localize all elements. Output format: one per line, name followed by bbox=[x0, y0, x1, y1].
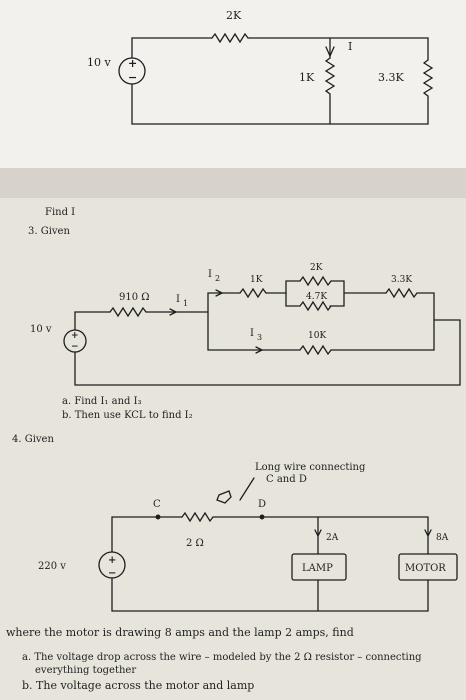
lamp-label: LAMP bbox=[302, 563, 333, 574]
wire bbox=[416, 292, 435, 351]
resistor-10k bbox=[299, 344, 332, 356]
label-node-d: D bbox=[258, 499, 266, 510]
label-8a: 8A bbox=[436, 533, 449, 543]
leader-line bbox=[239, 477, 255, 501]
label-10v: 10 v bbox=[87, 56, 111, 69]
wire bbox=[265, 280, 301, 294]
circuit-2 bbox=[63, 275, 461, 386]
label-current-i: I bbox=[348, 40, 352, 53]
wire bbox=[111, 516, 159, 553]
circuit-1 bbox=[118, 32, 434, 125]
problem-3: 3. Given bbox=[28, 226, 70, 237]
problem-statement: where the motor is drawing 8 amps and th… bbox=[6, 626, 354, 639]
circuit-4 bbox=[98, 477, 458, 612]
wire bbox=[247, 37, 429, 61]
wire bbox=[329, 280, 345, 307]
resistor-2k bbox=[299, 275, 332, 287]
current-arrow bbox=[325, 46, 335, 57]
resistor-2ohm bbox=[181, 511, 214, 523]
voltage-source bbox=[98, 551, 126, 579]
arrow-2a bbox=[314, 529, 322, 537]
wire bbox=[74, 311, 111, 331]
note-line-1: Long wire connecting bbox=[255, 462, 366, 473]
hand-pointer bbox=[216, 490, 232, 504]
wire bbox=[74, 319, 461, 386]
page-bottom-section bbox=[0, 198, 466, 700]
label-220v: 220 v bbox=[38, 561, 66, 572]
label-10v: 10 v bbox=[30, 324, 52, 335]
wire bbox=[261, 516, 429, 555]
label-2k: 2K bbox=[310, 263, 323, 273]
minus-sign: − bbox=[108, 568, 116, 579]
minus-sign: − bbox=[128, 71, 137, 84]
item-b: b. The voltage across the motor and lamp bbox=[22, 679, 255, 692]
resistor-3.3k bbox=[422, 59, 434, 97]
arrow-i1 bbox=[169, 308, 177, 316]
plus-sign: + bbox=[108, 555, 116, 566]
label-2ohm: 2 Ω bbox=[186, 538, 204, 549]
voltage-source bbox=[63, 329, 87, 353]
item-a-line-2: everything together bbox=[35, 665, 137, 676]
wire bbox=[285, 292, 301, 307]
label-2a: 2A bbox=[326, 533, 339, 543]
label-2k: 2K bbox=[226, 9, 242, 22]
label-i1: I bbox=[176, 294, 180, 305]
page-top-section bbox=[0, 0, 466, 169]
arrow-8a bbox=[424, 529, 432, 537]
resistor-3.3k bbox=[385, 287, 418, 299]
label-node-c: C bbox=[153, 499, 161, 510]
page-fold-strip bbox=[0, 168, 466, 198]
label-4.7k: 4.7K bbox=[306, 292, 327, 302]
problem-4: 4. Given bbox=[12, 434, 54, 445]
voltage-source bbox=[118, 57, 146, 85]
label-i3: I bbox=[250, 328, 254, 339]
plus-sign: + bbox=[71, 331, 79, 341]
minus-sign: − bbox=[71, 342, 79, 352]
motor-label: MOTOR bbox=[405, 563, 446, 574]
resistor-4.7k bbox=[299, 300, 332, 312]
resistor-1k bbox=[324, 57, 336, 125]
task-b: b. Then use KCL to find I₂ bbox=[62, 410, 193, 421]
label-i3-sub: 3 bbox=[257, 333, 262, 342]
find-i: Find I bbox=[45, 207, 75, 218]
label-3.3k: 3.3K bbox=[391, 275, 412, 285]
label-10k: 10K bbox=[308, 331, 326, 341]
arrow-i3 bbox=[255, 346, 263, 354]
label-i1-sub: 1 bbox=[183, 299, 188, 308]
wire bbox=[207, 311, 301, 351]
item-a-line-1: a. The voltage drop across the wire – mo… bbox=[22, 652, 422, 663]
label-3.3k: 3.3K bbox=[378, 71, 404, 84]
wire bbox=[145, 292, 241, 313]
resistor-910 bbox=[109, 306, 147, 318]
resistor-1k bbox=[239, 287, 267, 299]
wire bbox=[131, 83, 429, 125]
wire bbox=[111, 577, 429, 612]
note-line-2: C and D bbox=[266, 474, 307, 485]
label-910: 910 Ω bbox=[119, 292, 150, 303]
plus-sign: + bbox=[128, 57, 137, 70]
resistor-2k bbox=[211, 32, 249, 44]
label-i2-sub: 2 bbox=[215, 274, 220, 283]
lamp-box bbox=[291, 553, 347, 581]
label-i2: I bbox=[208, 269, 212, 280]
task-a: a. Find I₁ and I₃ bbox=[62, 396, 142, 407]
label-1k: 1K bbox=[299, 71, 315, 84]
label-1k: 1K bbox=[250, 275, 263, 285]
arrow-i2 bbox=[215, 289, 223, 297]
